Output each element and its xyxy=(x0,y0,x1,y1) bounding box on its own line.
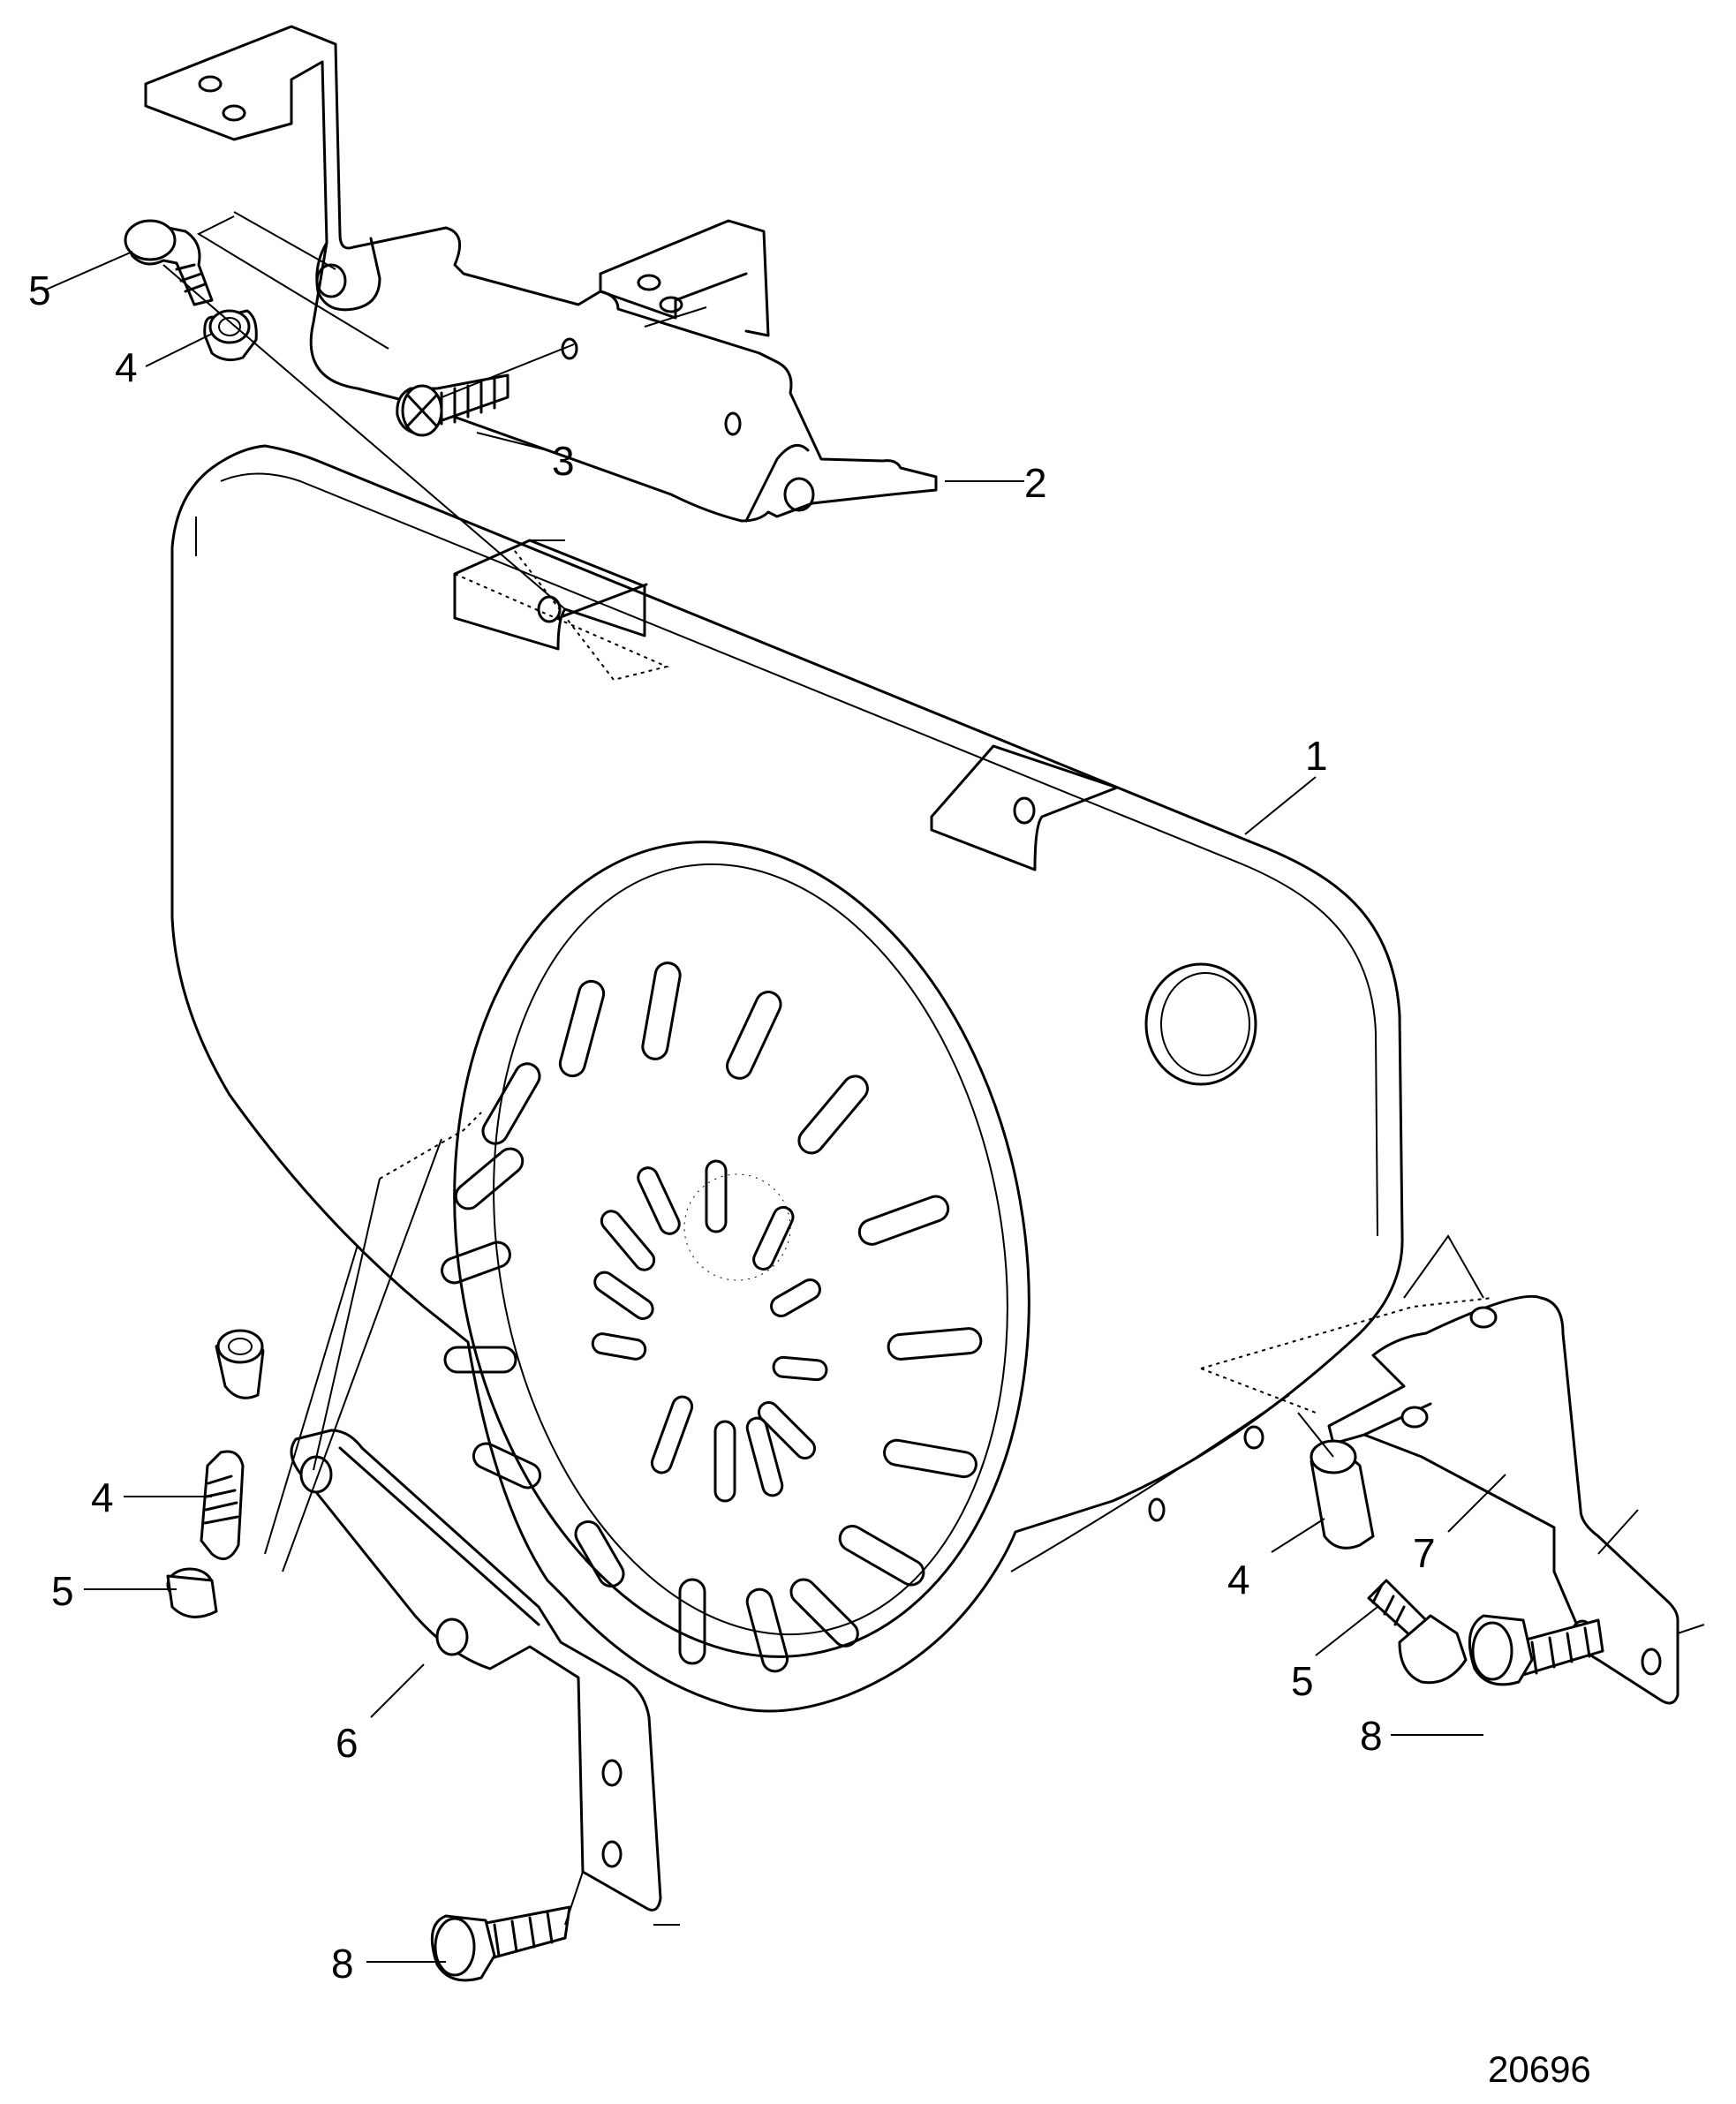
callout-5-right: 5 xyxy=(1291,1658,1314,1704)
bolt-3 xyxy=(396,373,509,437)
upper-bracket xyxy=(144,25,938,523)
callout-1: 1 xyxy=(1305,733,1328,779)
callout-4-right: 4 xyxy=(1227,1557,1250,1603)
callout-5-upper: 5 xyxy=(28,268,51,313)
bolt-5-right xyxy=(1367,1579,1468,1685)
figure-reference-number: 20696 xyxy=(1488,2048,1591,2090)
sleeve-4-left xyxy=(215,1329,265,1399)
callout-6: 6 xyxy=(336,1720,359,1766)
callout-labels: 5 4 3 2 1 4 5 6 4 7 5 8 8 xyxy=(28,268,1436,1987)
lower-bracket-left xyxy=(290,1429,662,1912)
callout-7: 7 xyxy=(1413,1530,1436,1576)
bolt-8-left xyxy=(430,1905,571,1982)
callout-8-left: 8 xyxy=(331,1941,354,1987)
assembly-lines xyxy=(162,211,1705,1926)
bolt-5-left xyxy=(166,1450,245,1618)
callout-4-upper: 4 xyxy=(115,344,138,390)
callout-2: 2 xyxy=(1024,460,1047,506)
sleeve-4-upper xyxy=(203,309,258,362)
callout-5-left: 5 xyxy=(51,1568,74,1614)
leader-lines xyxy=(45,251,1506,1963)
bolt-5-upper xyxy=(124,219,214,306)
callout-3: 3 xyxy=(552,438,575,484)
callout-4-left: 4 xyxy=(91,1474,114,1520)
sleeve-4-right xyxy=(1310,1439,1375,1550)
callout-8-right: 8 xyxy=(1360,1713,1383,1759)
fan-grille xyxy=(441,841,1030,1673)
bolt-8-right xyxy=(1468,1614,1604,1686)
